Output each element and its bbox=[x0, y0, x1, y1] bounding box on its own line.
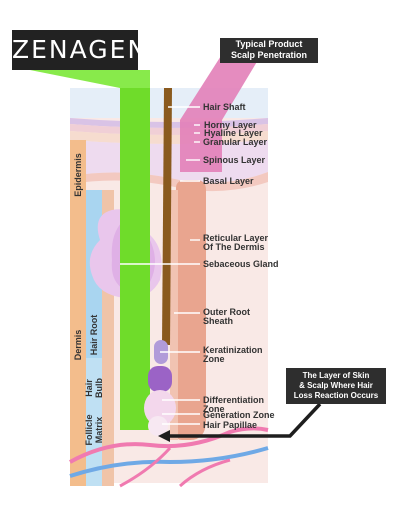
blood-vessel-pink bbox=[69, 426, 269, 464]
label-generation-zone: Generation Zone bbox=[203, 410, 275, 420]
label-reticular-layer: Reticular Layer Of The Dermis bbox=[203, 234, 268, 252]
label-hair-shaft: Hair Shaft bbox=[203, 102, 246, 112]
side-label-dermis: Dermis bbox=[73, 329, 83, 361]
label-differentiation-line2: Zone bbox=[203, 404, 225, 414]
side-label-follicle-matrix: Follicle Matrix bbox=[84, 410, 104, 450]
leader-lines bbox=[120, 106, 200, 425]
blood-vessel-blue bbox=[69, 446, 269, 478]
label-differentiation-zone: Differentiation Zone bbox=[203, 396, 264, 414]
side-label-follicle-line1: Follicle bbox=[84, 414, 94, 446]
product-penetration-column bbox=[120, 88, 150, 430]
hair-papillae bbox=[148, 416, 168, 436]
label-outer-root-line2: Sheath bbox=[203, 316, 234, 326]
callout-arrow-line bbox=[168, 402, 322, 438]
callout-product-line1: Typical Product bbox=[235, 39, 303, 49]
side-label-epidermis: Epidermis bbox=[73, 153, 83, 197]
hair-loss-layer-callout: The Layer of Skin & Scalp Where Hair Los… bbox=[286, 368, 386, 404]
label-horny-layer: Horny Layer bbox=[204, 120, 257, 130]
side-label-follicle-line2: Matrix bbox=[94, 416, 104, 444]
label-granular-layer: Granular Layer bbox=[203, 137, 268, 147]
label-reticular-line2: Of The Dermis bbox=[203, 242, 265, 252]
label-outer-root-line1: Outer Root bbox=[203, 307, 250, 317]
label-keratinization-zone: Keratinization Zone bbox=[203, 346, 263, 364]
label-keratinization-line2: Zone bbox=[203, 354, 225, 364]
product-penetration-callout: Typical Product Scalp Penetration bbox=[220, 38, 318, 63]
label-differentiation-line1: Differentiation bbox=[203, 395, 265, 405]
label-hyaline-layer: Hyaline Layer bbox=[204, 128, 263, 138]
product-penetration-pink bbox=[180, 48, 258, 172]
callout-arrow-head bbox=[158, 430, 170, 442]
label-spinous-layer: Spinous Layer bbox=[203, 155, 266, 165]
differentiation-zone bbox=[144, 390, 176, 426]
blood-vessel-branch-2 bbox=[178, 458, 231, 488]
callout-layer-line2: & Scalp Where Hair bbox=[299, 381, 373, 390]
blood-vessel-branch bbox=[119, 446, 172, 488]
callout-layer-line1: The Layer of Skin bbox=[302, 371, 370, 380]
keratinization-bulb bbox=[148, 366, 172, 392]
label-outer-root-sheath: Outer Root Sheath bbox=[203, 308, 250, 326]
label-basal-layer: Basal Layer bbox=[203, 176, 254, 186]
epidermis-band bbox=[70, 140, 86, 486]
zenagen-logo: ZENAGEN bbox=[12, 30, 146, 70]
side-label-hair-root: Hair Root bbox=[89, 314, 99, 356]
follicle-pillar bbox=[172, 180, 206, 440]
side-label-hair-bulb: Hair Bulb bbox=[84, 372, 104, 404]
callout-product-line2: Scalp Penetration bbox=[230, 50, 308, 60]
label-hair-papillae: Hair Papillae bbox=[203, 420, 258, 430]
label-sebaceous-gland: Sebaceous Gland bbox=[203, 259, 279, 269]
side-label-hair-bulb-line2: Bulb bbox=[94, 378, 104, 398]
side-label-hair-bulb-line1: Hair bbox=[84, 379, 94, 397]
hair-shaft bbox=[162, 88, 172, 345]
label-keratinization-line1: Keratinization bbox=[203, 345, 263, 355]
label-reticular-line1: Reticular Layer bbox=[203, 233, 269, 243]
callout-layer-line3: Loss Reaction Occurs bbox=[293, 391, 379, 400]
